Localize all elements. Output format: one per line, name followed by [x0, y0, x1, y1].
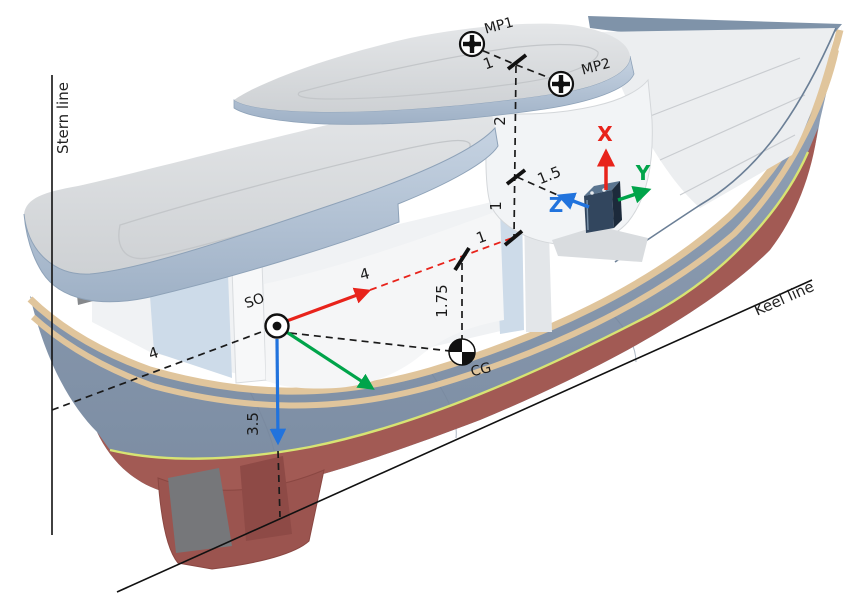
- mp2-label: MP2: [580, 56, 613, 79]
- construction-lines: [51, 45, 563, 518]
- so-wall: [264, 210, 504, 389]
- sensor-box-front: [584, 190, 614, 233]
- keel-fin-panel-dark: [240, 456, 292, 541]
- sheer-stripe-lower: [30, 49, 839, 409]
- sensor-z-arrow: [556, 192, 590, 210]
- sensor-y-arrow: [617, 185, 652, 204]
- keel-line-label: Keel line: [751, 277, 816, 319]
- keel-fin-panel-gray: [168, 468, 232, 553]
- so-z-arrow: [269, 338, 287, 446]
- mp2-marker: [547, 70, 575, 98]
- sensor-screw: [590, 191, 594, 195]
- sensor-box-side: [612, 181, 622, 228]
- keel-line: [116, 279, 813, 593]
- dim-so-down: 3.5: [244, 412, 262, 436]
- foredeck-seams: [639, 57, 806, 196]
- tick-mark: [505, 168, 527, 186]
- cabin-pillar: [231, 261, 267, 384]
- aft-roof-rim: [23, 126, 499, 303]
- dim-so-forward: 4: [358, 264, 372, 284]
- wheelhouse-roof-inset: [297, 43, 599, 100]
- so-to-cg-dashed-line: [289, 332, 451, 352]
- dim-mast-tick-down: 2: [491, 116, 509, 126]
- dim-upper-to-lower-tick: 1: [487, 201, 505, 211]
- waterline-stripe: [109, 151, 810, 460]
- z-axis-label: Z: [549, 193, 564, 217]
- window-panel-left: [150, 274, 232, 378]
- tick-mark: [506, 53, 528, 71]
- mp1-label: MP1: [483, 15, 516, 38]
- mast-vertical-dashed-line: [513, 65, 517, 238]
- stern-line-label: Stern line: [54, 82, 72, 154]
- stern-to-so-dashed-line: [51, 330, 265, 411]
- x-axis-label: X: [597, 122, 613, 146]
- dimension-ticks: [453, 53, 528, 272]
- foredeck: [600, 28, 836, 208]
- sensor-box: [584, 181, 622, 233]
- dim-tick-to-cg: 1.75: [433, 284, 451, 317]
- x-axis-dashed-extension: [369, 237, 513, 291]
- tick-to-sensor-dashed-line: [516, 176, 563, 198]
- hull-bottom-red: [97, 128, 818, 498]
- so-y-arrow: [284, 329, 375, 390]
- tick-mark: [503, 229, 524, 247]
- so-x-arrow: [283, 287, 372, 324]
- mp1-mp2-dashed-line: [471, 45, 561, 83]
- cg-label: CG: [469, 360, 493, 381]
- tick-mark: [453, 246, 471, 272]
- so-origin-marker: [264, 313, 290, 339]
- cg-marker: [448, 338, 476, 366]
- mp1-marker: [458, 30, 486, 58]
- sensor-platform: [552, 226, 648, 262]
- so-label: SO: [243, 290, 267, 312]
- y-axis-label: Y: [635, 161, 651, 185]
